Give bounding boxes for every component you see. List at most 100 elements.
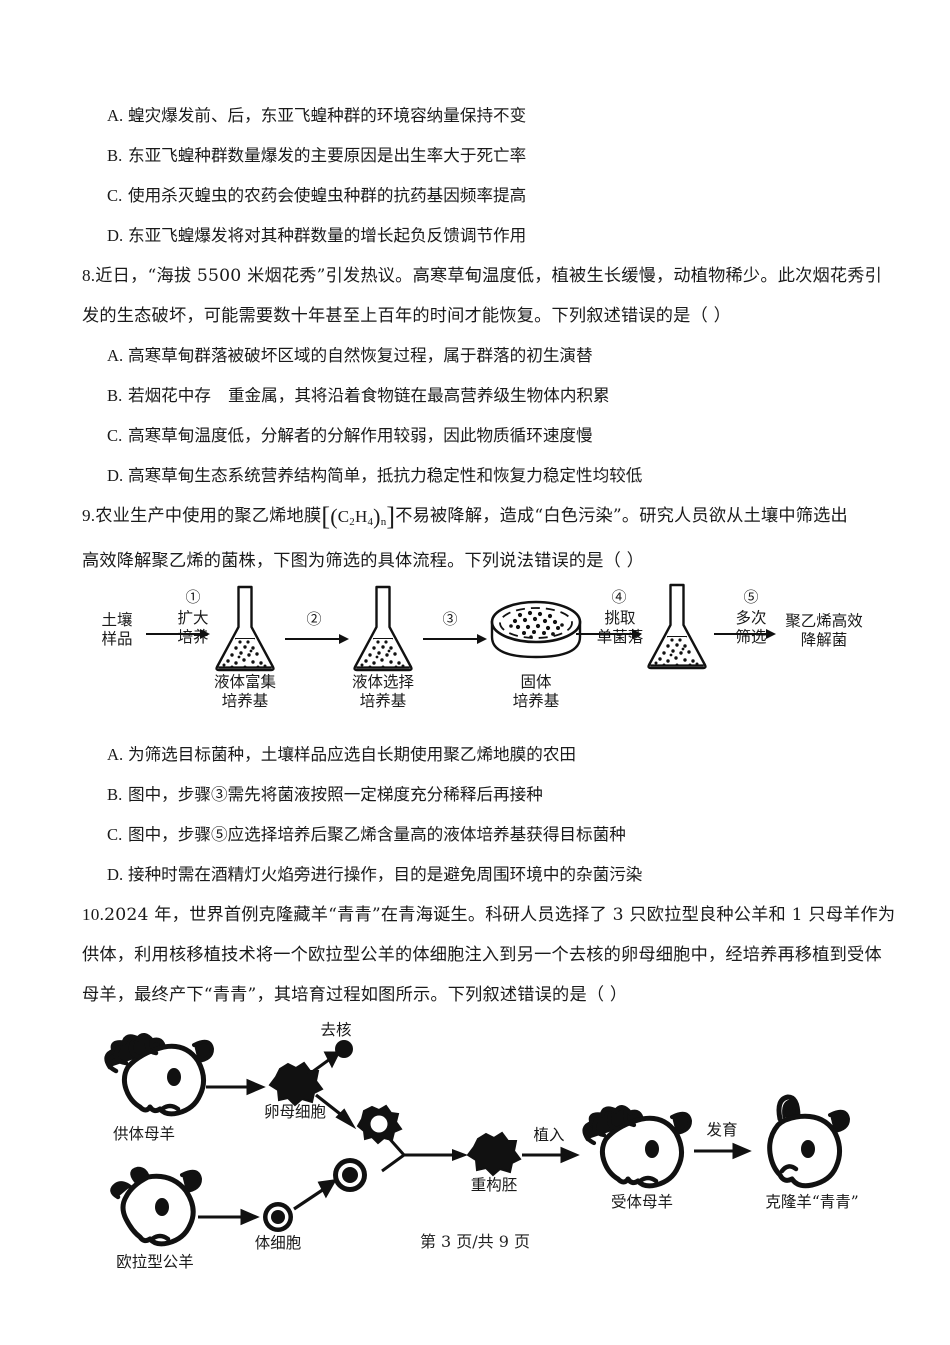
q8-option-c: C.高寒草甸温度低，分解者的分解作用较弱，因此物质循环速度慢: [82, 416, 872, 456]
q9-stem-line-2: 高效降解聚乙烯的菌株，下图为筛选的具体流程。下列说法错误的是（ ）: [82, 541, 872, 581]
arrow-enucleation: [307, 1051, 341, 1077]
option-letter: A.: [107, 106, 124, 125]
q8-stem-line-2: 发的生态破坏，可能需要数十年甚至上百年的时间才能恢复。下列叙述错误的是（ ）: [82, 296, 872, 336]
liquid-enrichment-medium-label: 液体富集 培养基: [213, 673, 276, 710]
arrow-implant: [522, 1146, 580, 1164]
final-product-label: 聚乙烯高效 降解菌: [785, 612, 863, 649]
q7-option-b: B. 东亚飞蝗种群数量爆发的主要原因是出生率大于死亡率: [82, 136, 872, 176]
develop-label: 发育: [706, 1121, 738, 1139]
donor-ewe-label: 供体母羊: [112, 1125, 175, 1143]
q10-stem-line-3: 母羊，最终产下“青青”，其培育过程如图所示。下列叙述错误的是（ ）: [82, 975, 872, 1015]
option-letter: D.: [107, 226, 124, 245]
question-number: 8.: [82, 266, 96, 285]
removed-nucleus-icon: [335, 1040, 353, 1058]
recipient-ewe-icon: [582, 1105, 692, 1189]
polyethylene-formula: [(C2H4)n]: [321, 502, 396, 531]
clone-lamb-icon: [767, 1094, 850, 1189]
option-letter: B.: [107, 785, 123, 804]
option-text-before-gap: 若烟花中存: [128, 386, 211, 405]
arrow-1-line: [146, 633, 202, 635]
q8-option-a: A.高寒草甸群落被破坏区域的自然恢复过程，属于群落的初生演替: [82, 336, 872, 376]
stem-text-part-1: 农业生产中使用的聚乙烯地膜: [95, 506, 322, 526]
oula-ram-label: 欧拉型公羊: [116, 1253, 194, 1271]
flask-final-culture-icon: [642, 581, 712, 673]
recipient-ewe-label: 受体母羊: [610, 1193, 673, 1211]
arrow-5-head: [766, 628, 776, 639]
option-letter: A.: [107, 346, 124, 365]
arrow-3-head: [477, 633, 487, 644]
arrow-ram-to-somatic-cell: [198, 1208, 260, 1226]
option-text: 东亚飞蝗种群数量爆发的主要原因是出生率大于死亡率: [128, 146, 527, 165]
arrow-1-head: [200, 628, 210, 639]
option-text: 图中，步骤③需先将菌液按照一定梯度充分稀释后再接种: [128, 785, 543, 804]
option-letter: C.: [107, 186, 123, 205]
soil-sample-label: 土壤 样品: [101, 611, 133, 648]
arrow-develop: [694, 1142, 752, 1160]
option-text: 为筛选目标菌种，土壤样品应选自长期使用聚乙烯地膜的农田: [128, 745, 577, 764]
option-text: 高寒草甸生态系统营养结构简单，抵抗力稳定性和恢复力稳定性均较低: [128, 466, 643, 485]
arrow-3-line: [423, 638, 479, 640]
stem-text: 高效降解聚乙烯的菌株，下图为筛选的具体流程。下列说法错误的是（ ）: [82, 551, 645, 571]
q9-option-a: A.为筛选目标菌种，土壤样品应选自长期使用聚乙烯地膜的农田: [82, 735, 872, 775]
reconstructed-embryo-label: 重构胚: [470, 1176, 518, 1194]
step-5-number: ⑤: [743, 588, 759, 606]
stem-text-part-2: 不易被降解，造成“白色污染”。研究人员欲从土壤中筛选出: [395, 506, 848, 526]
option-letter: B.: [107, 146, 123, 165]
q9-option-d: D.接种时需在酒精灯火焰旁进行操作，目的是避免周围环境中的杂菌污染: [82, 855, 872, 895]
q9-option-b: B. 图中，步骤③需先将菌液按照一定梯度充分稀释后再接种: [82, 775, 872, 815]
arrow-to-reconstructed-embryo: [452, 1149, 468, 1161]
option-letter: A.: [107, 745, 124, 764]
option-letter: C.: [107, 426, 123, 445]
option-text: 使用杀灭蝗虫的农药会使蝗虫种群的抗药基因频率提高: [128, 186, 527, 205]
petri-dish-solid-medium-icon: [484, 597, 588, 669]
q8-option-b: B. 若烟花中存重金属，其将沿着食物链在最高营养级生物体内积累: [82, 376, 872, 416]
option-text: 东亚飞蝗爆发将对其种群数量的增长起负反馈调节作用: [128, 226, 527, 245]
step-1-number: ①: [185, 588, 201, 606]
q8-option-d: D.高寒草甸生态系统营养结构简单，抵抗力稳定性和恢复力稳定性均较低: [82, 456, 872, 496]
arrow-somatic-to-injected: [293, 1178, 338, 1211]
implant-label: 植入: [533, 1126, 565, 1144]
step-4-number: ④: [611, 588, 627, 606]
arrow-5-line: [714, 633, 768, 635]
stem-text: 发的生态破坏，可能需要数十年甚至上百年的时间才能恢复。下列叙述错误的是（ ）: [82, 306, 732, 326]
option-letter: C.: [107, 825, 123, 844]
arrow-4-head: [632, 628, 642, 639]
option-text-after-gap: 重金属，其将沿着食物链在最高营养级生物体内积累: [227, 386, 610, 405]
oula-ram-icon: [110, 1166, 202, 1247]
q7-option-a: A.蝗灾爆发前、后，东亚飞蝗种群的环境容纳量保持不变: [82, 96, 872, 136]
cloning-process-figure: 供体母羊 卵母细胞 去核 欧拉型公羊 体细胞 重构胚 植入 受体母羊 发育 克隆…: [82, 1021, 872, 1271]
option-letter: D.: [107, 466, 124, 485]
somatic-cell-label: 体细胞: [254, 1234, 302, 1252]
arrow-2-head: [339, 633, 349, 644]
stem-text: 母羊，最终产下“青青”，其培育过程如图所示。下列叙述错误的是（ ）: [82, 985, 628, 1005]
liquid-selective-medium-label: 液体选择 培养基: [351, 673, 414, 710]
option-text: 接种时需在酒精灯火焰旁进行操作，目的是避免周围环境中的杂菌污染: [128, 865, 643, 884]
stem-text: 供体，利用核移植技术将一个欧拉型公羊的体细胞注入到另一个去核的卵母细胞中，经培养…: [82, 945, 882, 965]
q9-stem-line-1: 9.农业生产中使用的聚乙烯地膜[(C2H4)n]不易被降解，造成“白色污染”。研…: [82, 496, 872, 541]
option-text: 高寒草甸群落被破坏区域的自然恢复过程，属于群落的初生演替: [128, 346, 593, 365]
donor-ewe-icon: [104, 1033, 214, 1117]
step-3-number: ③: [442, 610, 458, 628]
somatic-cell-icon: [263, 1202, 293, 1232]
enucleation-label: 去核: [320, 1021, 352, 1039]
stem-text: 近日，“海拔 5500 米烟花秀”引发热议。高寒草甸温度低，植被生长缓慢，动植物…: [95, 266, 883, 286]
q10-stem-line-1: 10.2024 年，世界首例克隆藏羊“青青”在青海诞生。科研人员选择了 3 只欧…: [82, 895, 895, 935]
stem-text: 2024 年，世界首例克隆藏羊“青青”在青海诞生。科研人员选择了 3 只欧拉型良…: [104, 905, 896, 925]
page-content: A.蝗灾爆发前、后，东亚飞蝗种群的环境容纳量保持不变 B.东亚飞蝗种群数量爆发的…: [82, 96, 895, 1271]
option-letter: D.: [107, 865, 124, 884]
arrow-donor-to-oocyte: [206, 1078, 266, 1096]
q7-option-d: D.东亚飞蝗爆发将对其种群数量的增长起负反馈调节作用: [82, 216, 872, 256]
injected-cell-icon: [333, 1158, 367, 1192]
q8-stem-line-1: 8.近日，“海拔 5500 米烟花秀”引发热议。高寒草甸温度低，植被生长缓慢，动…: [82, 256, 882, 296]
page-footer: 第 3 页/共 9 页: [419, 1232, 531, 1251]
option-text: 蝗灾爆发前、后，东亚飞蝗种群的环境容纳量保持不变: [128, 106, 527, 125]
flask-liquid-enrichment-icon: [210, 583, 280, 675]
step-4-label: 挑取 单菌落: [596, 609, 644, 646]
option-letter: B.: [107, 386, 123, 405]
arrow-4-line: [576, 633, 634, 635]
step-5-label: 多次 筛选: [735, 609, 767, 646]
solid-medium-label: 固体 培养基: [512, 673, 560, 710]
question-number: 10.: [82, 905, 105, 924]
q9-option-c: C.图中，步骤⑤应选择培养后聚乙烯含量高的液体培养基获得目标菌种: [82, 815, 872, 855]
